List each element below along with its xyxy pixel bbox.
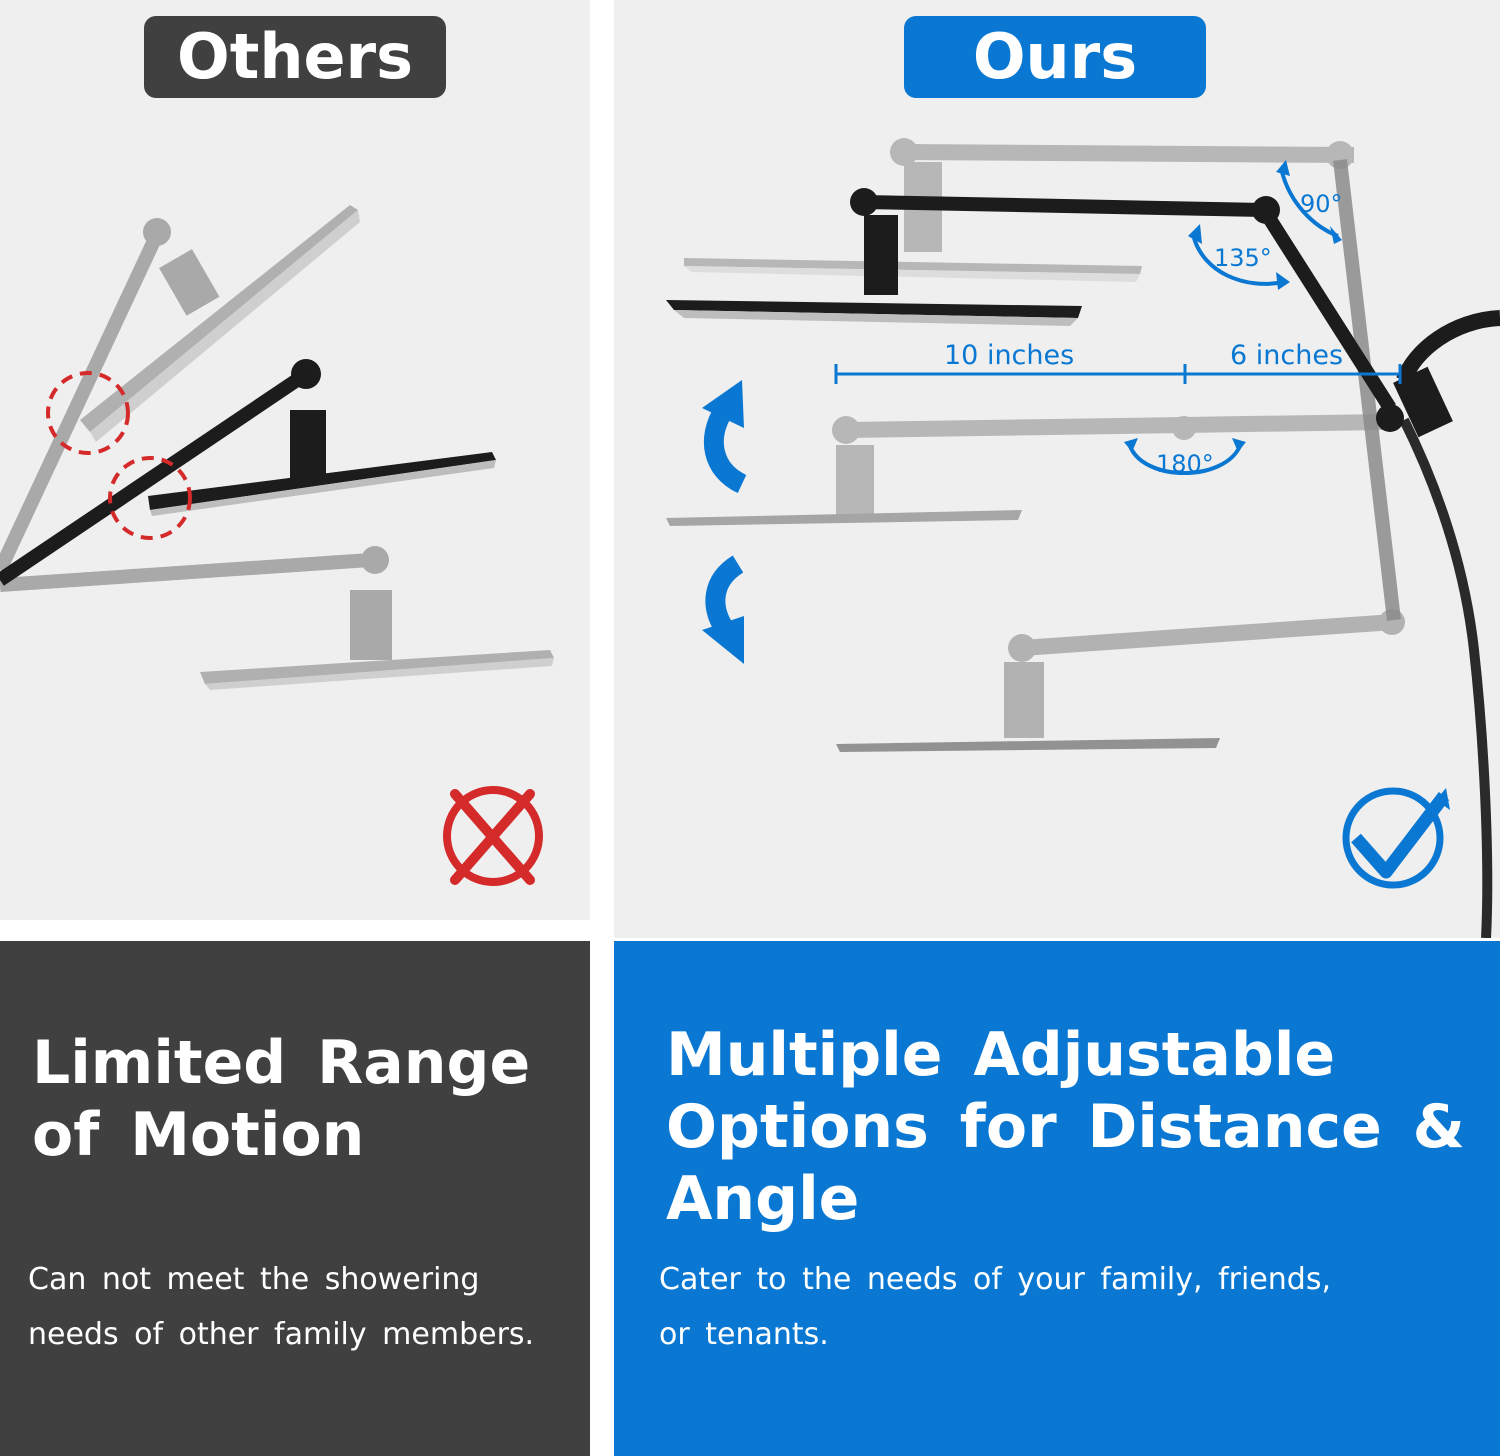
- others-headline: Limited Range of Motion: [32, 1027, 572, 1171]
- red-x-icon: [443, 786, 543, 886]
- others-black-showerhead: [0, 359, 496, 586]
- limit-circle-lower: [108, 456, 192, 540]
- angle-135-label: 135°: [1214, 244, 1272, 272]
- others-faded-top-showerhead: [0, 205, 360, 573]
- others-body-line-2: needs of other family members.: [28, 1317, 535, 1352]
- ours-body-line-2: or tenants.: [659, 1317, 829, 1352]
- angle-arc-135: [1188, 224, 1290, 290]
- down-arrow-icon: [702, 555, 744, 664]
- up-arrow-icon: [702, 380, 747, 494]
- ours-headline-line-3: Angle: [666, 1164, 860, 1234]
- angle-90-label: 90°: [1300, 190, 1343, 218]
- dimension-line: [834, 364, 1402, 384]
- dimension-10-inches: 10 inches: [944, 340, 1074, 371]
- ours-description-panel: Multiple Adjustable Options for Distance…: [614, 941, 1500, 1456]
- blue-check-icon: [1342, 787, 1450, 889]
- hose: [1399, 417, 1493, 938]
- angle-arc-90: [1276, 160, 1342, 244]
- ours-faded-bottom-arm: [836, 609, 1405, 752]
- others-headline-line-1: Limited Range: [32, 1028, 531, 1098]
- ours-headline-line-1: Multiple Adjustable: [666, 1020, 1336, 1090]
- angle-180-label: 180°: [1156, 450, 1214, 478]
- others-label-pill: Others: [144, 16, 446, 98]
- others-body-text: Can not meet the showering needs of othe…: [28, 1252, 578, 1362]
- others-image-panel: Others: [0, 0, 590, 920]
- angle-arc-180: [1124, 438, 1246, 475]
- ours-label-pill: Ours: [904, 16, 1206, 98]
- others-headline-line-2: of Motion: [32, 1100, 365, 1170]
- ours-headline: Multiple Adjustable Options for Distance…: [666, 1019, 1486, 1235]
- others-faded-bottom-showerhead: [0, 546, 554, 690]
- ours-faded-middle-arm: [666, 414, 1385, 526]
- ours-body-line-1: Cater to the needs of your family, frien…: [659, 1262, 1331, 1297]
- ours-image-panel: Ours: [614, 0, 1500, 938]
- dimension-6-inches: 6 inches: [1230, 340, 1343, 371]
- limit-circle-upper: [46, 371, 130, 455]
- others-illustration: [0, 205, 554, 886]
- others-description-panel: Limited Range of Motion Can not meet the…: [0, 941, 590, 1456]
- others-body-line-1: Can not meet the showering: [28, 1262, 480, 1297]
- ours-illustration: 10 inches 6 inches 90° 135° 180°: [666, 138, 1500, 938]
- ours-body-text: Cater to the needs of your family, frien…: [659, 1252, 1399, 1362]
- ours-headline-line-2: Options for Distance &: [666, 1092, 1465, 1162]
